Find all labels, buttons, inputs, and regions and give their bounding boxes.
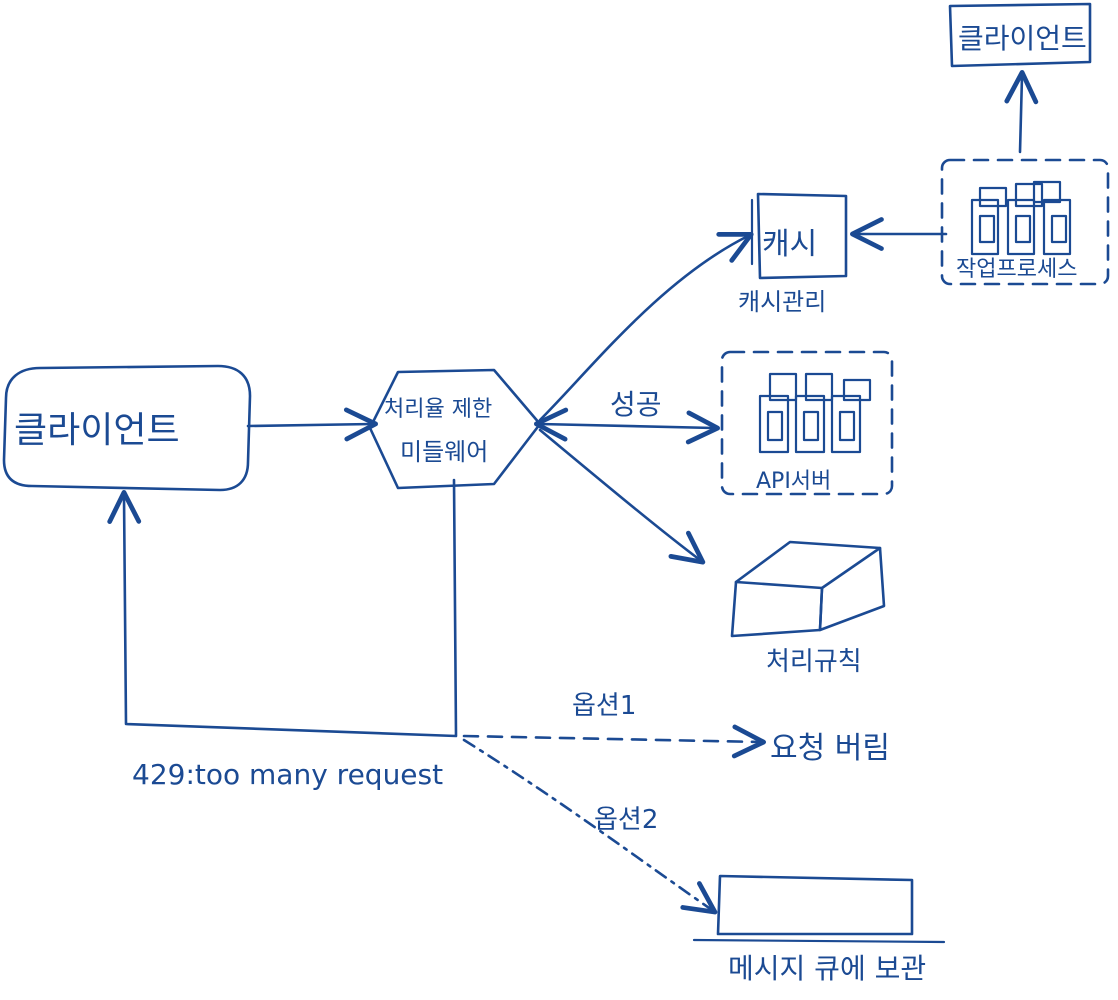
cache-manage-label: 캐시관리	[738, 288, 826, 316]
option1-arrow	[462, 724, 767, 759]
middleware-to-cache-arrow	[538, 232, 754, 422]
workers-to-client-top-arrow	[1004, 69, 1039, 154]
middleware-label-line1: 처리율 제한	[384, 397, 492, 422]
cache-node: 캐시 캐시관리	[738, 192, 848, 316]
reject-arrow-to-client	[107, 478, 458, 738]
rules-label: 처리규칙	[766, 647, 862, 677]
middleware-to-rules-arrow	[538, 428, 706, 565]
option2-label: 옵션2	[594, 805, 658, 835]
client-main-node: 클라이언트	[2, 364, 252, 492]
api-servers-label: API서버	[756, 469, 831, 494]
option1-label: 옵션1	[572, 691, 636, 721]
api-servers-group: API서버	[720, 350, 894, 496]
success-label: 성공	[610, 388, 662, 421]
middleware-node: 처리율 제한 미들웨어	[368, 368, 542, 490]
api-server-icons	[758, 372, 872, 454]
middleware-label-line2: 미들웨어	[400, 438, 488, 466]
reject-label: 429:too many request	[132, 758, 443, 791]
queue-label: 메시지 큐에 보관	[728, 952, 926, 985]
client-main-label: 클라이언트	[14, 410, 180, 451]
cache-box-label: 캐시	[762, 227, 817, 262]
worker-server-icons	[970, 180, 1072, 256]
workers-group: 작업프로세스	[940, 158, 1110, 286]
option1-target-label: 요청 버림	[770, 731, 890, 766]
rules-node: 처리규칙	[730, 540, 886, 677]
option2-arrow	[462, 738, 718, 915]
client-to-middleware-arrow	[246, 407, 379, 442]
workers-label: 작업프로세스	[956, 257, 1077, 282]
client-top-node: 클라이언트	[948, 2, 1092, 68]
middleware-to-api-arrow	[533, 407, 721, 445]
queue-node: 메시지 큐에 보관	[692, 874, 946, 985]
client-top-label: 클라이언트	[958, 22, 1087, 55]
